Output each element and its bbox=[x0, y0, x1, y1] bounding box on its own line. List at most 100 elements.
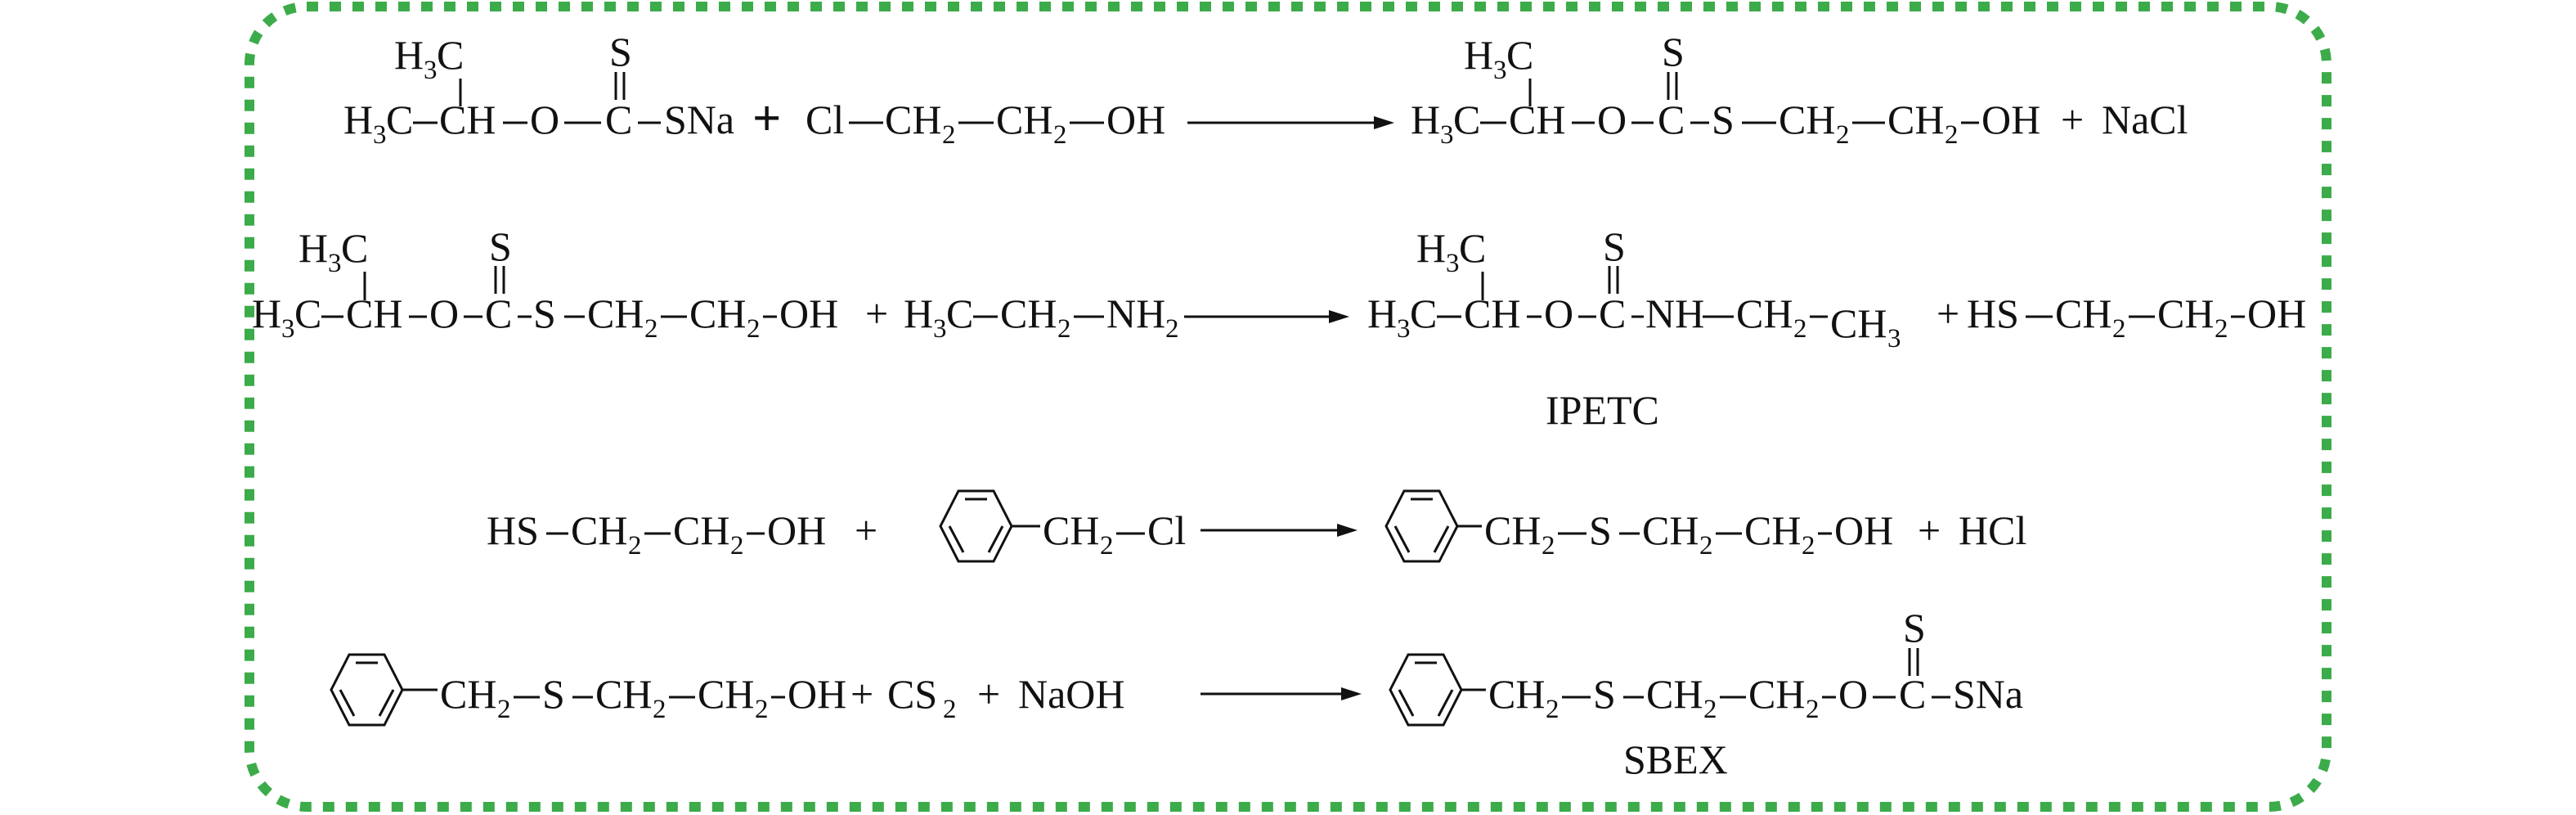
group-ch2: CH bbox=[673, 507, 729, 553]
ring-double-bond bbox=[1433, 525, 1450, 553]
subscript-3: 3 bbox=[424, 56, 438, 85]
subscript-2: 2 bbox=[2112, 314, 2126, 344]
atom-c: C bbox=[485, 290, 512, 336]
group-ch: CH bbox=[439, 97, 496, 142]
group-sna: SNa bbox=[664, 97, 734, 142]
atom-h: H bbox=[343, 97, 373, 142]
reaction-arrow-head bbox=[1337, 524, 1358, 537]
product-sbex: CH 2 S CH 2 CH 2 O C S SNa bbox=[1389, 605, 2023, 727]
reactant-isopropyl-xanthate: H 3 C H 3 C CH O C S SNa bbox=[343, 29, 734, 150]
benzene-ring bbox=[1384, 489, 1459, 563]
reactant-chloroethanol: Cl CH 2 CH 2 OH bbox=[806, 97, 1165, 150]
ring-hexagon bbox=[1389, 653, 1463, 727]
group-oh: OH bbox=[1106, 97, 1165, 142]
atom-s: S bbox=[1593, 671, 1616, 717]
atom-c: C bbox=[1599, 290, 1626, 336]
atom-c: C bbox=[1453, 97, 1480, 142]
group-ch2: CH bbox=[996, 97, 1052, 142]
group-ch2: CH bbox=[1484, 507, 1541, 553]
group-sna: SNa bbox=[1953, 671, 2023, 717]
byproduct-nacl: NaCl bbox=[2102, 97, 2188, 142]
atom-c: C bbox=[437, 32, 464, 78]
subscript-2: 2 bbox=[730, 531, 744, 561]
byproduct-hcl: HCl bbox=[1959, 507, 2026, 553]
subscript-2: 2 bbox=[1836, 120, 1850, 150]
subscript-2: 2 bbox=[644, 314, 658, 344]
group-oh: OH bbox=[1834, 507, 1893, 553]
group-ch: CH bbox=[346, 290, 402, 336]
subscript-2: 2 bbox=[1703, 695, 1717, 724]
ring-hexagon bbox=[939, 489, 1013, 563]
atom-cl: Cl bbox=[1147, 507, 1186, 553]
atom-h: H bbox=[298, 225, 328, 271]
subscript-2: 2 bbox=[755, 695, 769, 724]
atom-c: C bbox=[946, 290, 973, 336]
group-ch: CH bbox=[1464, 290, 1520, 336]
ring-double-bond bbox=[1393, 525, 1411, 553]
plus-sign: + bbox=[977, 671, 1000, 717]
reaction-1: H 3 C H 3 C CH O C S SNa + Cl CH 2 bbox=[343, 29, 2188, 150]
atom-s: S bbox=[1589, 507, 1612, 553]
subscript-2: 2 bbox=[1802, 531, 1815, 561]
ring-double-bond bbox=[339, 689, 356, 717]
atom-h: H bbox=[252, 290, 281, 336]
subscript-3: 3 bbox=[281, 314, 295, 344]
plus-sign: + bbox=[2061, 97, 2084, 142]
atom-o: O bbox=[1838, 671, 1868, 717]
atom-c: C bbox=[341, 225, 368, 271]
group-nh2: NH bbox=[1106, 290, 1165, 336]
plus-sign: + bbox=[850, 671, 873, 717]
reaction-3: HS CH 2 CH 2 OH + CH 2 Cl bbox=[487, 489, 2026, 563]
product-benzylthio-ethanol: CH 2 S CH 2 CH 2 OH bbox=[1384, 489, 1893, 563]
product-hydroxyethyl-xanthate: H 3 C H 3 C CH O C S S CH 2 CH 2 OH bbox=[1411, 29, 2040, 150]
atom-h: H bbox=[904, 290, 933, 336]
group-ch2: CH bbox=[1646, 671, 1703, 717]
subscript-2: 2 bbox=[1793, 314, 1807, 344]
subscript-3: 3 bbox=[373, 120, 387, 150]
atom-h: H bbox=[1416, 225, 1446, 271]
benzene-ring bbox=[330, 653, 404, 727]
group-oh: OH bbox=[1981, 97, 2040, 142]
reactant-carbon-disulfide: CS 2 bbox=[887, 671, 957, 724]
plus-sign: + bbox=[855, 507, 877, 553]
subscript-2: 2 bbox=[943, 695, 957, 724]
atom-c: C bbox=[1506, 32, 1533, 78]
atom-s: S bbox=[1603, 223, 1626, 269]
reactant-hydroxyethyl-xanthate: H 3 C H 3 C CH O C S S CH 2 CH 2 OH bbox=[252, 223, 838, 344]
subscript-2: 2 bbox=[1053, 120, 1067, 150]
group-ch2: CH bbox=[1488, 671, 1545, 717]
subscript-2: 2 bbox=[1057, 314, 1071, 344]
subscript-3: 3 bbox=[328, 249, 342, 278]
reactant-mercaptoethanol: HS CH 2 CH 2 OH bbox=[487, 507, 826, 561]
atom-c: C bbox=[1658, 97, 1685, 142]
ring-double-bond bbox=[1437, 689, 1454, 717]
group-ch2: CH bbox=[1043, 507, 1099, 553]
plus-sign: + bbox=[865, 290, 888, 336]
atom-cl: Cl bbox=[806, 97, 844, 142]
atom-s: S bbox=[1712, 97, 1735, 142]
atom-s: S bbox=[1662, 29, 1685, 74]
subscript-2: 2 bbox=[1100, 531, 1114, 561]
subscript-2: 2 bbox=[1542, 531, 1555, 561]
atom-o: O bbox=[1597, 97, 1627, 142]
compound-label-sbex: SBEX bbox=[1623, 736, 1728, 782]
group-oh: OH bbox=[2247, 290, 2306, 336]
subscript-2: 2 bbox=[2215, 314, 2228, 344]
group-oh: OH bbox=[788, 671, 846, 717]
benzene-ring bbox=[1389, 653, 1463, 727]
atom-s: S bbox=[1903, 605, 1926, 651]
group-ch: CH bbox=[1509, 97, 1565, 142]
group-ch2: CH bbox=[1748, 671, 1805, 717]
group-ch2: CH bbox=[1000, 290, 1057, 336]
atom-h: H bbox=[1411, 97, 1440, 142]
group-ch2: CH bbox=[2157, 290, 2214, 336]
subscript-3: 3 bbox=[933, 314, 947, 344]
subscript-3: 3 bbox=[1887, 324, 1901, 353]
subscript-3: 3 bbox=[1440, 120, 1454, 150]
ring-hexagon bbox=[330, 653, 404, 727]
group-ch2: CH bbox=[1887, 97, 1944, 142]
atom-o: O bbox=[429, 290, 459, 336]
reactant-ethylamine: H 3 C CH 2 NH 2 bbox=[904, 290, 1179, 344]
subscript-3: 3 bbox=[1397, 314, 1411, 344]
